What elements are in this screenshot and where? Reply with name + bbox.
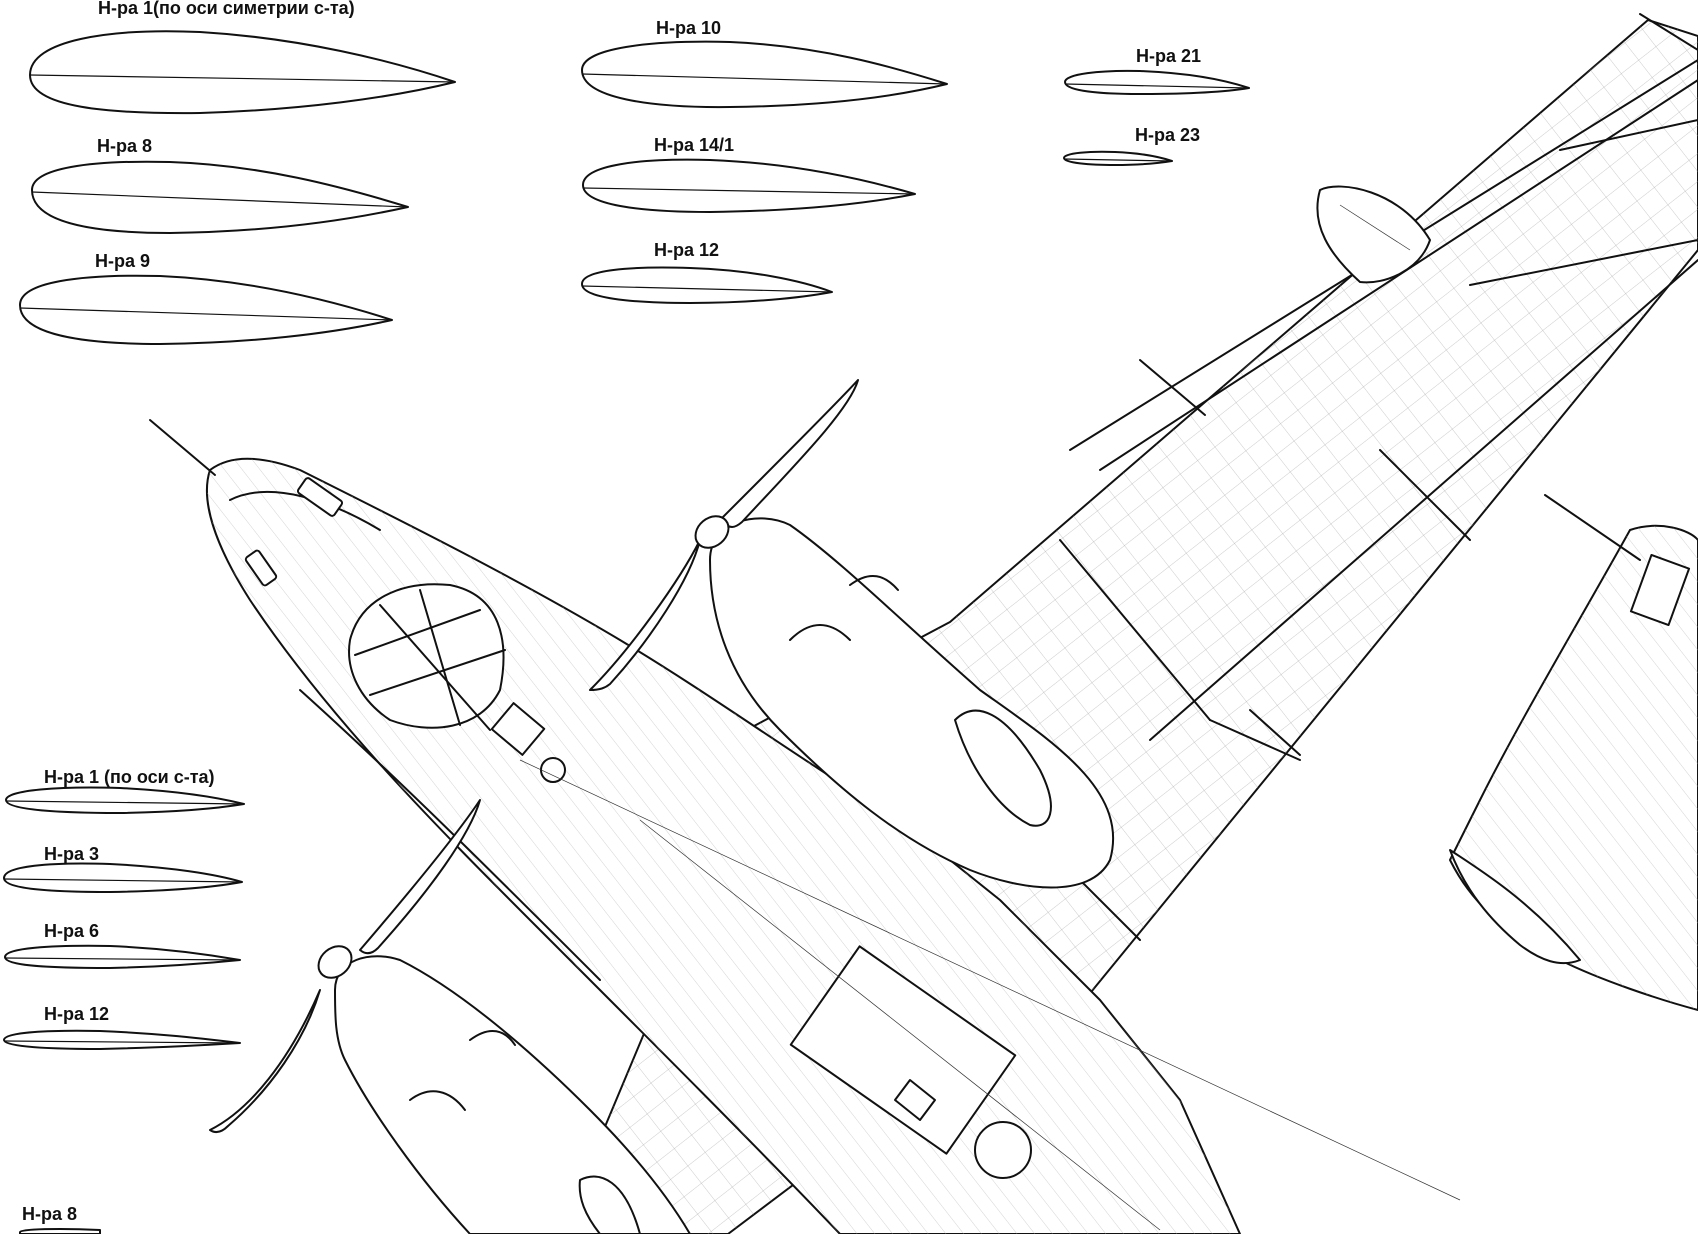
section-label: Н-ра 1 (по оси с-та): [44, 767, 215, 787]
tail-section: [4, 944, 241, 969]
section-label: Н-ра 6: [44, 921, 99, 941]
datum-line: [519, 759, 1461, 1201]
section-label: Н-ра 3: [44, 844, 99, 864]
section-label: Н-ра 1(по оси симетрии с-та): [98, 0, 355, 18]
propeller: [209, 799, 481, 1134]
tail-section: [19, 1227, 101, 1234]
propeller: [589, 379, 859, 691]
cockpit-canopy: [244, 477, 506, 731]
spinner: [694, 515, 730, 549]
airfoil-section-group: [19, 30, 1250, 345]
airfoil-section: [582, 158, 916, 213]
tail-section-group: [3, 786, 245, 1234]
aircraft-plan-view: [149, 13, 1698, 1234]
section-label: Н-ра 12: [44, 1004, 109, 1024]
hatch-panel: [490, 702, 546, 756]
wing-pod: [1316, 185, 1431, 284]
exhaust-cowl: [954, 709, 1052, 827]
bomb-bay-door: [789, 945, 1017, 1155]
datum-line: [639, 819, 1161, 1231]
tail-section: [3, 1029, 241, 1050]
section-label: Н-ра 10: [656, 18, 721, 38]
airfoil-section: [29, 30, 456, 115]
airfoil-section: [1063, 150, 1173, 166]
antenna-mast: [1139, 359, 1206, 416]
turret-ring: [974, 1121, 1032, 1179]
engine-nacelle: [709, 517, 1115, 889]
airfoil-section: [31, 160, 409, 234]
secondary-view: [1449, 494, 1698, 1011]
hatch-panel: [894, 1079, 936, 1121]
tail-section: [5, 786, 245, 814]
section-label: Н-ра 8: [22, 1204, 77, 1224]
section-label: Н-ра 23: [1135, 125, 1200, 145]
section-labels: Н-ра 1(по оси симетрии с-та) Н-ра 8 Н-ра…: [22, 0, 1201, 1224]
section-label: Н-ра 8: [97, 136, 152, 156]
section-label: Н-ра 21: [1136, 46, 1201, 66]
nose-pitot: [149, 419, 216, 476]
spinner: [317, 945, 353, 979]
airfoil-section: [581, 266, 833, 304]
engine-nacelle: [334, 955, 691, 1234]
section-label: Н-ра 12: [654, 240, 719, 260]
tail-section: [3, 862, 243, 893]
gun-barrel: [1544, 494, 1641, 561]
airfoil-section: [581, 40, 948, 109]
access-port: [540, 757, 566, 783]
airfoil-section: [19, 274, 393, 345]
section-label: Н-ра 9: [95, 251, 150, 271]
airfoil-section: [1064, 69, 1250, 95]
section-label: Н-ра 14/1: [654, 135, 734, 155]
wingtip-mast: [1639, 13, 1698, 51]
